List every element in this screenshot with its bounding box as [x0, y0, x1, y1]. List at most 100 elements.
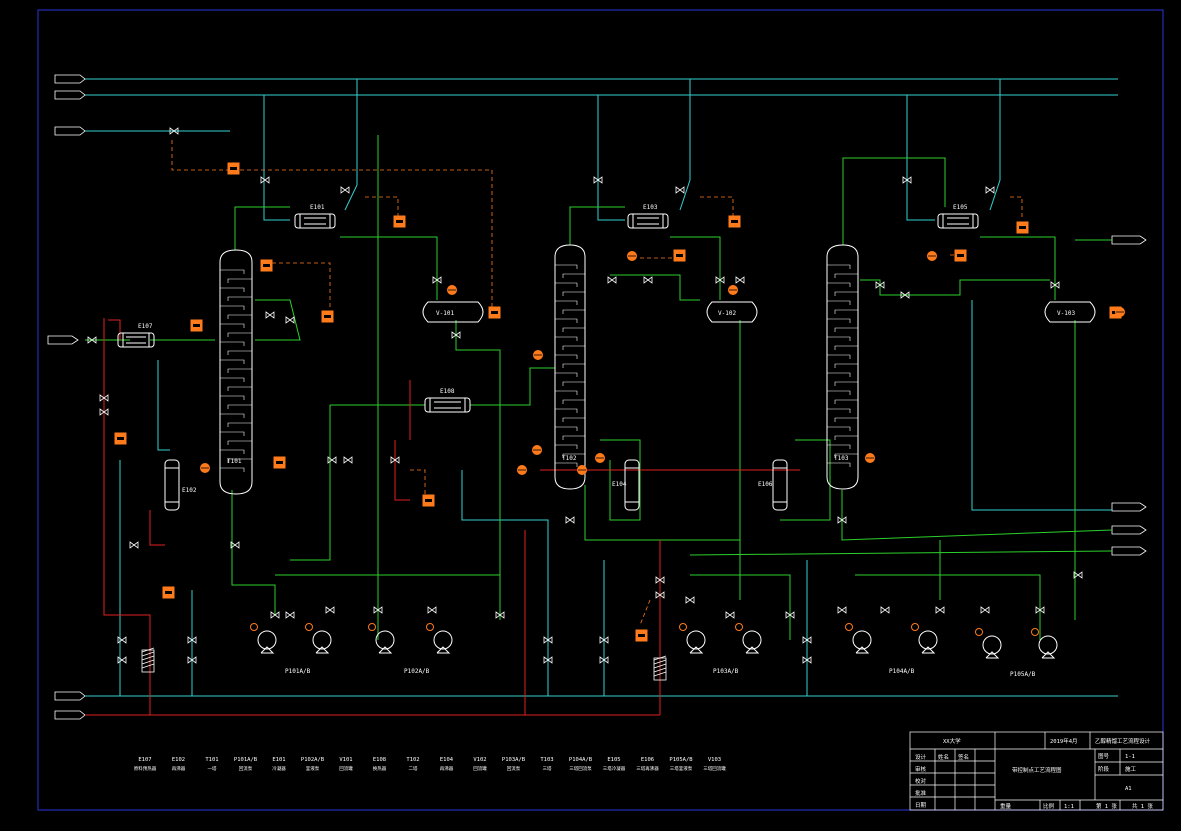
exchanger-e107 — [117, 332, 155, 348]
instrument-box-7 — [673, 249, 686, 262]
valve-55 — [343, 456, 353, 464]
valve-15 — [373, 606, 383, 614]
label-v101: V-101 — [436, 310, 454, 317]
valve-45 — [599, 636, 609, 644]
tb-stage: 施工 — [1125, 765, 1137, 773]
instrument-bubble-9 — [447, 285, 457, 295]
legend-tag: V102 — [473, 757, 486, 763]
legend-tag: P102A/B — [301, 757, 325, 763]
tb-date: 2019年4月 — [1050, 737, 1078, 745]
tb-stage-label: 阶段 — [1098, 765, 1110, 773]
exchanger-e101 — [294, 213, 336, 229]
legend-desc: 二塔 — [409, 765, 418, 772]
label-e107: E107 — [138, 323, 153, 330]
valve-30 — [837, 516, 847, 524]
valve-47 — [117, 656, 127, 664]
tb-total: 共 1 张 — [1132, 802, 1153, 810]
equipment-legend: E107原料预热器E102再沸器T101一塔P101A/B回流泵E101冷凝器P… — [134, 757, 726, 772]
valve-40 — [900, 291, 910, 299]
legend-tag: E101 — [272, 757, 285, 763]
valve-28 — [725, 611, 735, 619]
valve-39 — [875, 281, 885, 289]
label-p104: P104A/B — [889, 668, 915, 675]
pump-5 — [679, 623, 706, 654]
valve-31 — [837, 606, 847, 614]
valve-8 — [285, 316, 295, 324]
instrument-bubble-6 — [728, 285, 738, 295]
tb-weight-label: 重量 — [1000, 802, 1012, 810]
column-t102 — [554, 244, 586, 490]
valve-26 — [655, 576, 665, 584]
instrument-box-1 — [227, 162, 240, 175]
legend-tag: V101 — [339, 757, 352, 763]
instrument-box-10 — [273, 456, 286, 469]
valve-3 — [99, 408, 109, 416]
legend-tag: E107 — [138, 757, 151, 763]
tb-drawing-no-label: 图号 — [1098, 752, 1110, 760]
instrument-box-13 — [162, 586, 175, 599]
label-e101: E101 — [310, 204, 325, 211]
valve-6 — [340, 186, 350, 194]
valve-43 — [187, 636, 197, 644]
stream-arrows-left — [47, 74, 86, 720]
legend-tag: V103 — [708, 757, 721, 763]
label-p102: P102A/B — [404, 668, 430, 675]
valve-17 — [495, 611, 505, 619]
tb-sign-hdr: 签名 — [958, 753, 969, 761]
instrument-bubble-8 — [865, 453, 875, 463]
legend-tag: T101 — [205, 757, 218, 763]
pump-2 — [305, 623, 332, 654]
valve-20 — [607, 276, 617, 284]
valve-12 — [270, 611, 280, 619]
tb-row-0: 设计 — [915, 753, 927, 761]
pump-10 — [1031, 628, 1058, 659]
tb-drawing-title: 带控制点工艺流程图 — [1012, 766, 1062, 774]
valve-5 — [260, 176, 270, 184]
reboiler-e106 — [772, 459, 788, 511]
bottom-headers — [85, 695, 1118, 716]
legend-desc: 回流泵 — [507, 765, 521, 772]
instrument-box-4 — [728, 215, 741, 228]
label-v102: V-102 — [718, 310, 736, 317]
instrument-box-15 — [190, 319, 203, 332]
instrument-box-11 — [321, 310, 334, 323]
title-block-text: XX大学 2019年4月 乙醇精馏工艺流程设计 带控制点工艺流程图 姓名 签名 … — [915, 737, 1153, 810]
label-t103: T103 — [834, 455, 849, 462]
label-e108: E108 — [440, 388, 455, 395]
label-t102: T102 — [562, 455, 577, 462]
valve-13 — [285, 611, 295, 619]
label-v103: V-103 — [1057, 310, 1075, 317]
valve-53 — [390, 456, 400, 464]
valve-51 — [802, 656, 812, 664]
instrument-bubble-1 — [200, 463, 210, 473]
tb-drawing-no: 1-1 — [1125, 754, 1135, 760]
steam-lines — [103, 318, 800, 715]
valve-2 — [99, 394, 109, 402]
tb-scale-label: 比例 — [1043, 802, 1055, 810]
label-p101: P101A/B — [285, 668, 311, 675]
label-e105: E105 — [953, 204, 968, 211]
valve-9 — [432, 276, 442, 284]
instrument-bubble-4 — [595, 453, 605, 463]
tb-size: A1 — [1125, 786, 1132, 792]
drawing-border — [37, 9, 1164, 811]
legend-desc: 冷凝器 — [272, 765, 286, 772]
hatch-support-1 — [141, 647, 155, 673]
valve-32 — [880, 606, 890, 614]
column-t103 — [826, 244, 859, 490]
tb-scale: 1:1 — [1064, 804, 1074, 810]
dynamic-elements — [87, 127, 1125, 681]
instrument-bubble-7 — [927, 251, 937, 261]
legend-tag: P103A/B — [502, 757, 526, 763]
legend-desc: 再沸器 — [440, 765, 454, 772]
valve-1 — [87, 336, 97, 344]
legend-desc: 三塔回流罐 — [703, 765, 726, 772]
valve-41 — [1050, 281, 1060, 289]
valve-52 — [129, 541, 139, 549]
legend-desc: 回流罐 — [473, 765, 487, 772]
legend-tag: E102 — [172, 757, 185, 763]
legend-tag: E105 — [607, 757, 620, 763]
drum-v101 — [422, 301, 484, 323]
valve-19 — [675, 186, 685, 194]
